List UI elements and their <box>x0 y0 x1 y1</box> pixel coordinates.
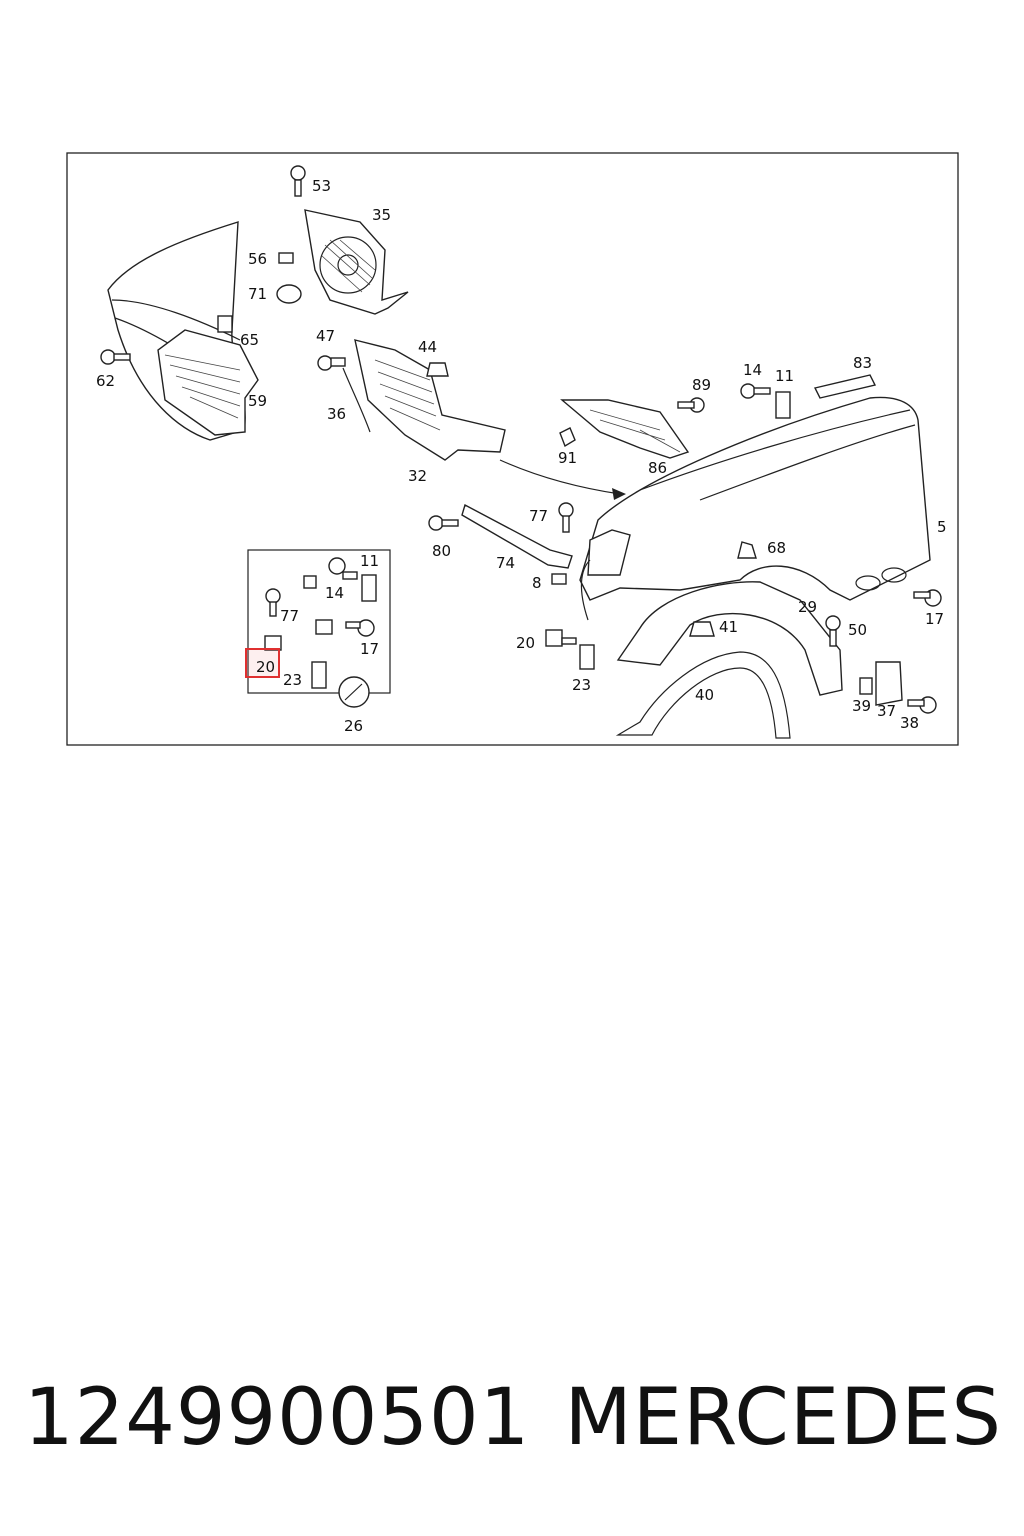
label-5: 5 <box>937 518 947 536</box>
label-32: 32 <box>408 467 427 485</box>
arrowhead-upper <box>612 488 626 500</box>
label-39: 39 <box>852 697 871 715</box>
inset-label-26: 26 <box>344 717 363 735</box>
label-47: 47 <box>316 327 335 345</box>
front-bumper-corner <box>107 221 259 441</box>
label-53: 53 <box>312 177 331 195</box>
inset-label-23: 23 <box>283 671 302 689</box>
fan-shroud <box>304 209 409 315</box>
hardware-inset <box>247 549 391 708</box>
label-71: 71 <box>248 285 267 303</box>
front-fender <box>579 396 931 601</box>
label-37: 37 <box>877 702 896 720</box>
label-89: 89 <box>692 376 711 394</box>
label-38: 38 <box>900 714 919 732</box>
label-8: 8 <box>532 574 542 592</box>
label-29: 29 <box>798 598 817 616</box>
label-40: 40 <box>695 686 714 704</box>
inset-label-17: 17 <box>360 640 379 658</box>
headlight-bracket <box>560 399 690 459</box>
label-83: 83 <box>853 354 872 372</box>
inset-label-11: 11 <box>360 552 379 570</box>
product-caption: 1249900501 MERCEDES <box>0 1368 1024 1468</box>
label-86: 86 <box>648 459 667 477</box>
label-50: 50 <box>848 621 867 639</box>
label-91: 91 <box>558 449 577 467</box>
assembly-arrow-upper <box>499 459 621 495</box>
label-80: 80 <box>432 542 451 560</box>
label-36: 36 <box>327 405 346 423</box>
label-74: 74 <box>496 554 515 572</box>
part-number: 1249900501 <box>24 1373 531 1463</box>
label-17: 17 <box>925 610 944 628</box>
label-14: 14 <box>743 361 762 379</box>
label-41: 41 <box>719 618 738 636</box>
highlight-box <box>245 648 280 678</box>
label-56: 56 <box>248 250 267 268</box>
label-59: 59 <box>248 392 267 410</box>
callout-labels: 53 35 56 71 65 62 59 47 44 36 32 89 14 1… <box>96 177 947 735</box>
label-23: 23 <box>572 676 591 694</box>
fender-bracket <box>461 503 573 569</box>
trim-strip <box>813 374 877 399</box>
label-77: 77 <box>529 507 548 525</box>
inset-label-14: 14 <box>325 584 344 602</box>
label-11: 11 <box>775 367 794 385</box>
inset-label-20: 20 <box>256 658 275 676</box>
label-35: 35 <box>372 206 391 224</box>
label-20: 20 <box>516 634 535 652</box>
label-65: 65 <box>240 331 259 349</box>
label-44: 44 <box>418 338 437 356</box>
grille-panel <box>342 339 506 461</box>
label-68: 68 <box>767 539 786 557</box>
wheel-arch-liner <box>615 581 843 739</box>
label-62: 62 <box>96 372 115 390</box>
fasteners <box>100 165 942 714</box>
brand-name: MERCEDES <box>564 1373 1002 1463</box>
inset-label-77: 77 <box>280 607 299 625</box>
assembly-arrow-lower <box>580 559 591 621</box>
